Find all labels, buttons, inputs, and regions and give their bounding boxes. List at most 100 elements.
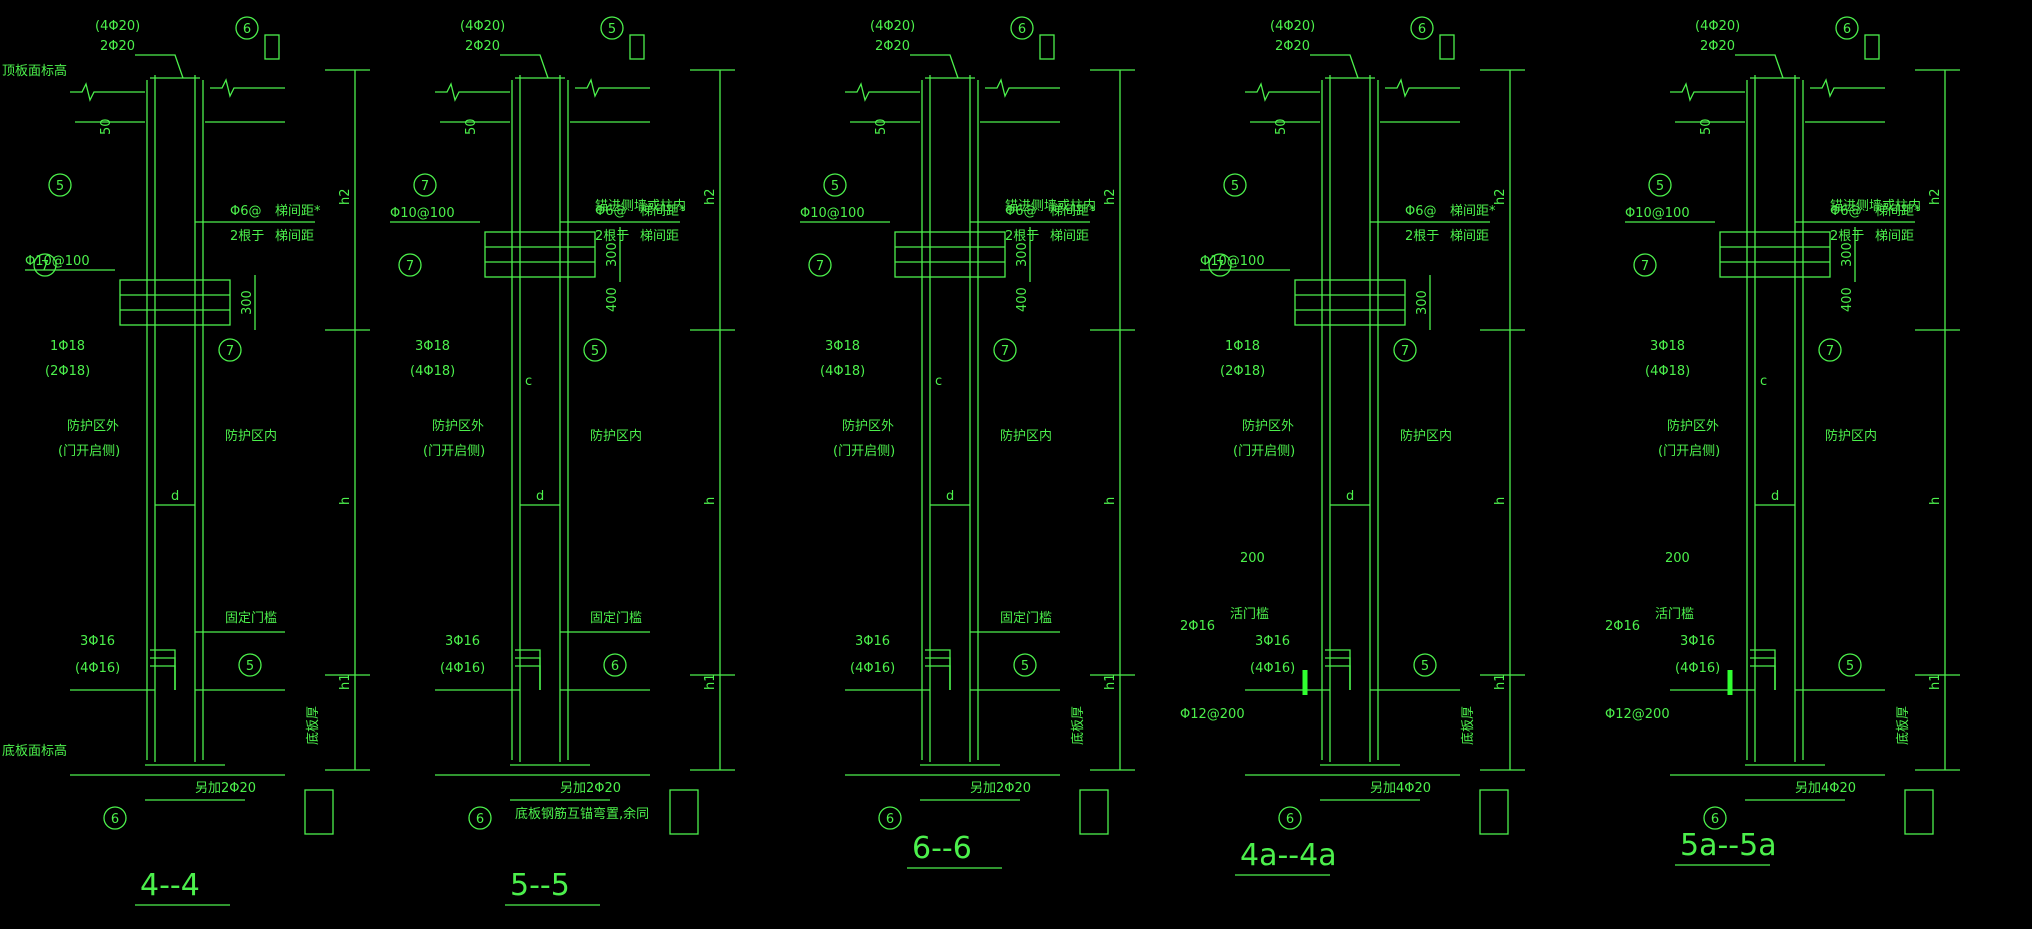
top-bars-label: (4Φ20) [1270, 19, 1315, 34]
callout-number: 6 [476, 812, 484, 827]
dim-h: h [338, 497, 353, 505]
mid-bar-label: 1Φ18 [1225, 339, 1260, 354]
outside-zone-label: (门开启侧) [1233, 444, 1295, 459]
callout-circle [238, 653, 262, 677]
inside-zone-label: 防护区内 [225, 428, 277, 444]
floor-bars-label: Φ12@200 [1180, 707, 1245, 722]
callout-circle [1013, 653, 1037, 677]
callout-number: 7 [226, 344, 234, 359]
bottom-bars-label: (4Φ16) [850, 661, 895, 676]
callout-number: 5 [56, 179, 64, 194]
leader-line [910, 54, 959, 79]
rebar-hook [925, 657, 951, 690]
bottom-bars-label: 3Φ16 [1680, 634, 1715, 649]
dim-50: 50 [1274, 118, 1289, 135]
dim-300: 300 [1415, 290, 1430, 315]
marker-box [264, 34, 280, 60]
marker-box [629, 34, 645, 60]
hooks-label: 梯间距 [1450, 229, 1489, 244]
callout-circle [1835, 16, 1859, 40]
hooks-label: 2根于 [230, 229, 264, 244]
ties-label: 梯间距* [640, 204, 686, 219]
ties-label: 梯间距* [1450, 204, 1496, 219]
bottom-bars-label: 3Φ16 [1255, 634, 1290, 649]
callout-circle [468, 806, 492, 830]
marker-box [1079, 789, 1109, 835]
dim-h1: h1 [338, 673, 353, 690]
callout-number: 5 [1421, 659, 1429, 674]
leader-line [500, 54, 549, 79]
rebar-hook [925, 665, 951, 690]
dim-400: 400 [1840, 287, 1855, 312]
stirrup-box [484, 231, 596, 278]
callout-circle [808, 253, 832, 277]
hooks-label: 2根于 [1830, 229, 1864, 244]
callout-circle [1278, 806, 1302, 830]
marker-box [1904, 789, 1934, 835]
rebar-hook [515, 657, 541, 690]
rebar-hook [150, 665, 176, 690]
stirrup-label: Φ10@100 [800, 206, 865, 221]
rebar-hook [150, 657, 176, 690]
callout-number: 7 [1216, 259, 1224, 274]
section-1: h2hh1d30050(4Φ20)2Φ206Φ6@梯间距*2根于梯间距Φ10@1… [2, 16, 370, 906]
dim-c: c [525, 374, 532, 389]
bottom-bars-label: 3Φ16 [855, 634, 890, 649]
dim-d: d [1346, 489, 1354, 504]
hooks-label: 梯间距 [1875, 229, 1914, 244]
callout-circle [1703, 806, 1727, 830]
section-4: h2hh1d30050(4Φ20)2Φ206Φ6@梯间距*2根于梯间距Φ10@1… [1180, 16, 1525, 876]
dim-c: c [1760, 374, 1767, 389]
ties-label: Φ6@ [595, 204, 627, 219]
outside-zone-label: 防护区外 [842, 418, 894, 434]
bottom-add-label: 另加2Φ20 [970, 781, 1031, 796]
callout-circle [1818, 338, 1842, 362]
callout-circle [1410, 16, 1434, 40]
callout-circle [1208, 253, 1232, 277]
break-line [1670, 82, 1745, 102]
dim-d: d [536, 489, 544, 504]
inside-zone-label: 防护区内 [590, 428, 642, 444]
rebar-hook [1325, 665, 1351, 690]
dim-200: 200 [1665, 551, 1690, 566]
rebar-hook [925, 649, 951, 690]
callout-number: 6 [1018, 22, 1026, 37]
rebar-hook [1750, 657, 1776, 690]
callout-circle [218, 338, 242, 362]
callout-circle [103, 806, 127, 830]
bottom-add-label: 另加4Φ20 [1370, 781, 1431, 796]
section-title: 6--6 [912, 831, 972, 866]
break-line [70, 82, 145, 102]
top-bars-label: 2Φ20 [1275, 39, 1310, 54]
dim-h1: h1 [703, 673, 718, 690]
dim-d: d [946, 489, 954, 504]
outside-zone-label: 防护区外 [1242, 418, 1294, 434]
stirrup-box [1719, 231, 1831, 278]
break-line [1245, 82, 1320, 102]
section-3: h2hh1d30050(4Φ20)2Φ206Φ6@梯间距*2根于梯间距Φ10@1… [800, 16, 1135, 869]
sill-label: 活门槛 [1230, 607, 1269, 622]
mid-bar-label: (4Φ18) [1645, 364, 1690, 379]
callout-circle [1648, 173, 1672, 197]
callout-number: 5 [1846, 659, 1854, 674]
sill-label: 活门槛 [1655, 607, 1694, 622]
hooks-label: 梯间距 [1050, 229, 1089, 244]
ties-label: 梯间距* [1050, 204, 1096, 219]
break-line [575, 78, 650, 98]
bottom-add-label: 另加4Φ20 [1795, 781, 1856, 796]
top-bars-label: (4Φ20) [95, 19, 140, 34]
top-bars-label: 2Φ20 [100, 39, 135, 54]
dim-300: 300 [240, 290, 255, 315]
bottom-add-label: 另加2Φ20 [195, 781, 256, 796]
callout-number: 6 [1286, 812, 1294, 827]
outside-zone-label: 防护区外 [1667, 418, 1719, 434]
hooks-label: 梯间距 [275, 229, 314, 244]
floor-thickness-label: 底板厚 [305, 706, 321, 745]
outside-zone-label: (门开启侧) [1658, 444, 1720, 459]
door-sill-label: 固定门槛 [1000, 611, 1052, 626]
callout-number: 7 [1001, 344, 1009, 359]
anchor-label: 锚进侧墙或柱内 [1830, 198, 1921, 214]
callout-number: 5 [1231, 179, 1239, 194]
stirrup-label: Φ10@100 [390, 206, 455, 221]
